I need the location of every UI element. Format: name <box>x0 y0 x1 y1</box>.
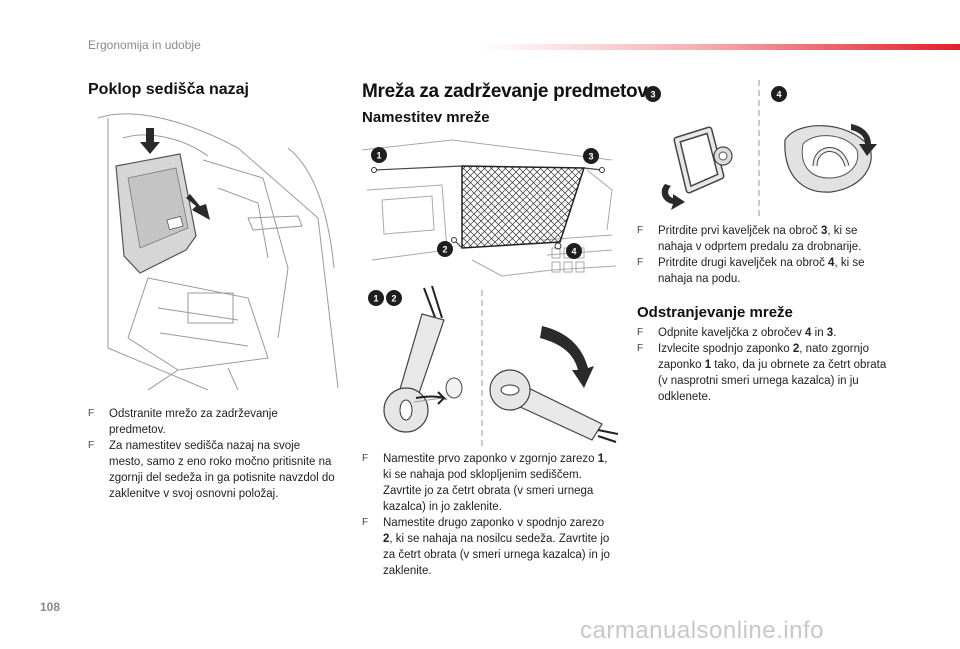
seat-fold-illustration <box>88 108 340 390</box>
callout-4-badge: 4 <box>771 86 787 102</box>
callout-2-badge: 2 <box>437 241 453 257</box>
bullet-marker: F <box>362 453 369 464</box>
middle-subtitle: Namestitev mreže <box>362 109 490 126</box>
callout-3-badge: 3 <box>583 148 599 164</box>
callout-3-badge: 3 <box>645 86 661 102</box>
middle-section-title: Mreža za zadrževanje predmetov <box>362 81 648 102</box>
header-section-label: Ergonomija in udobje <box>88 38 201 52</box>
clip-insertion-illustration: 1 2 <box>368 285 618 446</box>
svg-text:3: 3 <box>588 152 593 162</box>
bullet-marker: F <box>88 440 95 451</box>
bullet-marker: F <box>637 225 644 236</box>
callout-2-badge: 2 <box>386 290 402 306</box>
hook-rings-illustration: 3 4 <box>645 80 877 216</box>
net-installation-illustration: 1 3 2 4 <box>362 139 616 277</box>
callout-1-badge: 1 <box>371 147 387 163</box>
header-accent-bar <box>480 44 960 50</box>
page-number: 108 <box>40 600 61 614</box>
bullet-marker: F <box>637 343 644 354</box>
svg-text:2: 2 <box>391 294 396 304</box>
bullet-marker: F <box>637 327 644 338</box>
svg-text:4: 4 <box>776 90 781 100</box>
left-section-title: Poklop sedišča nazaj <box>88 81 249 98</box>
svg-text:1: 1 <box>376 151 381 161</box>
svg-text:3: 3 <box>650 90 655 100</box>
bullet-marker: F <box>88 408 95 419</box>
removal-section-title: Odstranjevanje mreže <box>637 304 793 321</box>
watermark-text: carmanualsonline.info <box>580 617 824 644</box>
svg-text:4: 4 <box>571 247 576 257</box>
callout-4-badge: 4 <box>566 243 582 259</box>
bullet-marker: F <box>637 257 644 268</box>
svg-text:1: 1 <box>373 294 378 304</box>
svg-text:2: 2 <box>442 245 447 255</box>
bullet-marker: F <box>362 517 369 528</box>
callout-1-badge: 1 <box>368 290 384 306</box>
